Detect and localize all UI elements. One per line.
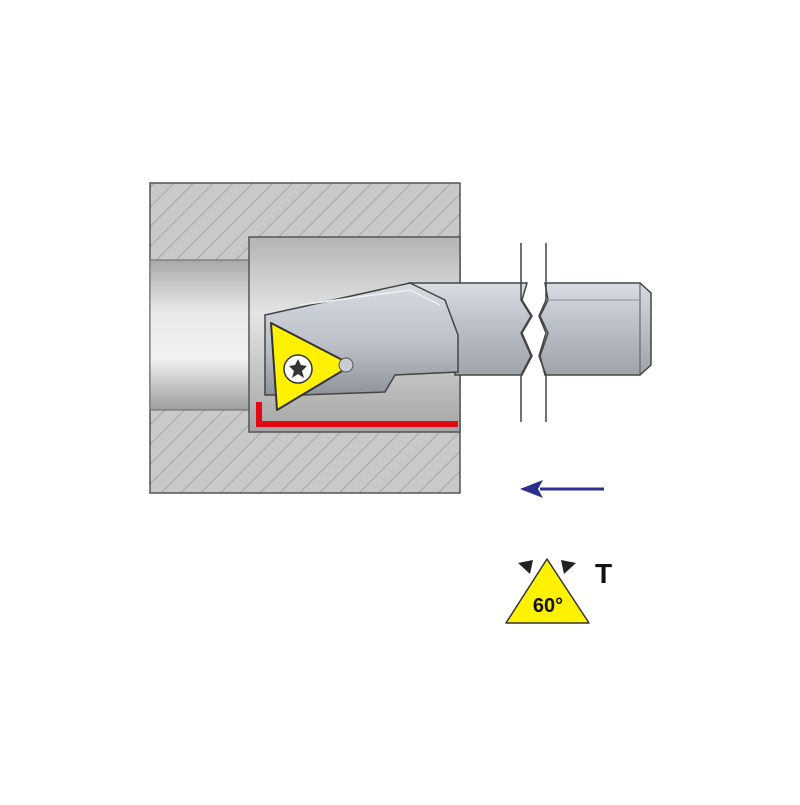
break-line-left bbox=[520, 243, 532, 422]
angle-triangle-icon bbox=[505, 558, 590, 624]
triangular-insert bbox=[270, 322, 354, 411]
feed-arrow-head bbox=[520, 480, 543, 498]
break-line-right bbox=[538, 243, 547, 422]
insert-angle-label: 60° bbox=[533, 595, 563, 617]
torx-star-icon bbox=[289, 359, 307, 378]
angle-arrow-right-icon bbox=[561, 560, 576, 574]
insert-code-label: T bbox=[595, 558, 612, 589]
angle-arrow-left-icon bbox=[518, 560, 533, 574]
tool-head-highlight bbox=[299, 289, 441, 306]
shank-rear bbox=[539, 282, 652, 376]
feed-arrow-icon bbox=[520, 480, 604, 498]
insert-angle-symbol: 60° T bbox=[505, 558, 612, 624]
through-bore bbox=[149, 259, 253, 411]
cut-path bbox=[256, 402, 458, 427]
clamp-hole bbox=[338, 357, 354, 373]
